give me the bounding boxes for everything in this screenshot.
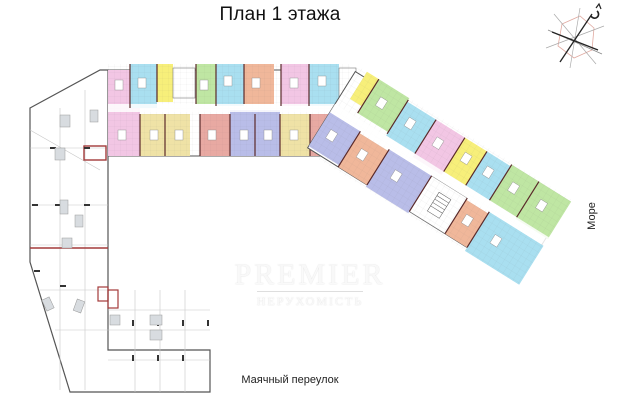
sea-label: Море: [586, 202, 598, 230]
street-label: Маячный переулок: [241, 374, 339, 386]
watermark-brand: PREMIER: [234, 258, 386, 291]
residential-block-diagonal: [305, 66, 573, 285]
commercial-block-west: [29, 69, 211, 393]
watermark-subtitle: НЕРУХОМІСТЬ: [256, 291, 364, 309]
watermark: PREMIER НЕРУХОМІСТЬ: [205, 258, 415, 310]
compass-rose-icon: [545, 2, 605, 69]
plan-title: План 1 этажа: [219, 4, 341, 25]
